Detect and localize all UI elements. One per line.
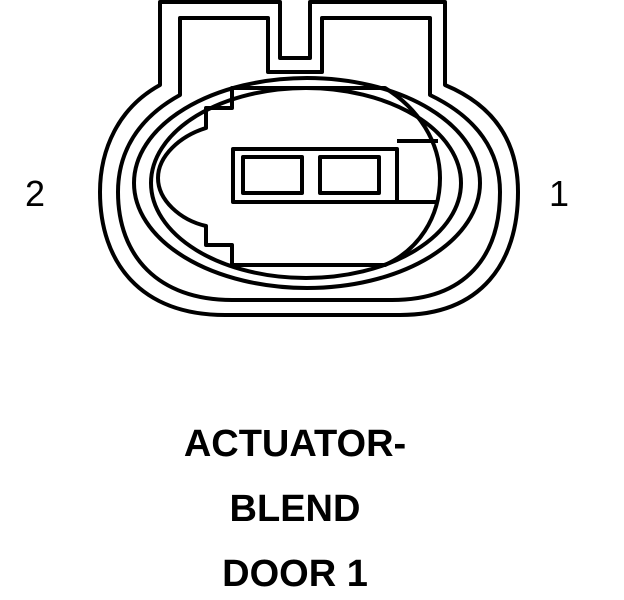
caption-line-2: BLEND (229, 488, 361, 530)
terminal-cavity-pin-1 (318, 155, 381, 195)
caption-line-1: ACTUATOR- (183, 423, 407, 465)
terminal-cavity-pin-2 (241, 155, 304, 195)
pin-2-label: 2 (25, 173, 46, 214)
connector-recess-outer (132, 76, 482, 290)
connector-housing-outer (98, 0, 520, 317)
caption-line-3: DOOR 1 (222, 553, 368, 595)
connector-recess-inner (149, 86, 463, 280)
pin-1-label: 1 (549, 173, 570, 214)
terminal-rail (231, 147, 399, 204)
terminal-block (156, 86, 442, 267)
connector-housing-inner (116, 16, 502, 302)
